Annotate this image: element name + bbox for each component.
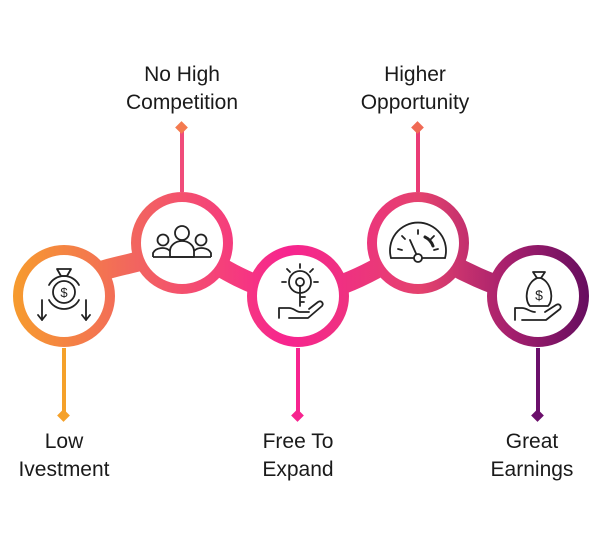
label-line-2: Ivestment <box>18 458 110 481</box>
hand-money-bag-icon: $ <box>514 271 562 321</box>
label-line-2: Competition <box>125 91 239 114</box>
label-great-earnings: Great Earnings <box>422 428 600 484</box>
connector-great-earnings <box>531 348 544 422</box>
label-no-high-competition: No High Competition <box>72 61 292 117</box>
speedometer-icon <box>389 221 447 263</box>
label-low-investment: Low Ivestment <box>0 428 174 484</box>
label-higher-opportunity: Higher Opportunity <box>305 61 525 117</box>
money-bag-arrows-icon: $ <box>37 268 91 321</box>
label-line-1: Great <box>505 430 559 453</box>
label-free-to-expand: Free To Expand <box>188 428 408 484</box>
label-line-2: Opportunity <box>360 91 470 114</box>
ring-higher-opportunity <box>367 192 469 294</box>
ring-no-high-competition <box>131 192 233 294</box>
hand-key-gear-icon <box>278 263 324 319</box>
svg-text:$: $ <box>60 285 68 300</box>
connector-higher-opportunity <box>411 121 424 192</box>
label-line-1: Low <box>44 430 84 453</box>
label-line-2: Earnings <box>490 458 574 481</box>
label-line-1: Free To <box>262 430 334 453</box>
connector-no-high-competition <box>175 121 188 192</box>
connector-low-investment <box>57 348 70 422</box>
svg-text:$: $ <box>535 287 543 303</box>
label-line-2: Expand <box>262 458 334 481</box>
label-line-1: No High <box>144 63 220 86</box>
ring-free-to-expand <box>247 245 349 347</box>
people-group-icon <box>152 225 212 258</box>
label-line-1: Higher <box>384 63 446 86</box>
connector-free-to-expand <box>291 348 304 422</box>
